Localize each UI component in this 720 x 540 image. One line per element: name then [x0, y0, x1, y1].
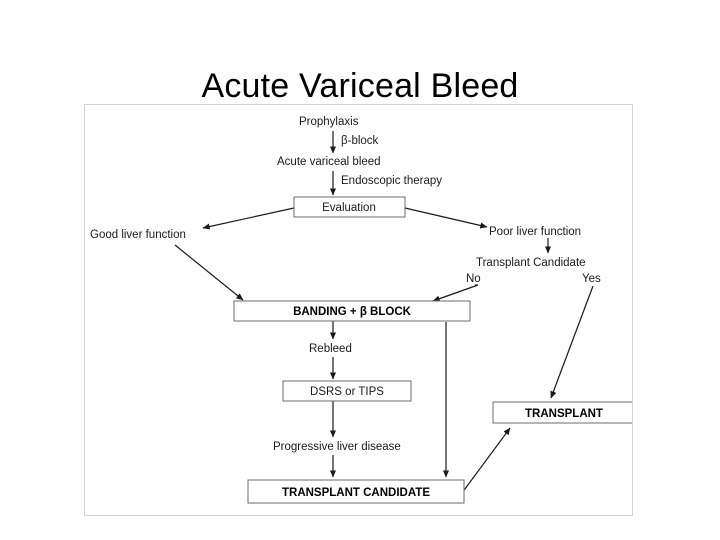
node-evaluation-box: Evaluation	[293, 196, 406, 218]
flowchart-diagram: Prophylaxis β-block Acute variceal bleed…	[90, 116, 632, 504]
node-transplant-candidate-question: Transplant Candidate	[476, 257, 586, 269]
node-endoscopic-therapy: Endoscopic therapy	[341, 175, 442, 187]
edge-evaluation-to-poor-liver	[404, 207, 488, 229]
edge-yes-to-transplant	[550, 285, 594, 399]
node-transplant-box: TRANSPLANT	[492, 401, 632, 424]
edge-transplant-candidate-to-transplant	[458, 427, 511, 498]
node-answer-yes: Yes	[582, 273, 601, 285]
node-transplant-label: TRANSPLANT	[525, 408, 603, 420]
node-rebleed: Rebleed	[309, 343, 352, 355]
edge-no-branch-line	[432, 284, 479, 302]
node-beta-block: β-block	[341, 135, 379, 147]
node-banding-beta-block-box: BANDING + β BLOCK	[233, 300, 471, 322]
node-good-liver-function: Good liver function	[90, 229, 186, 241]
edge-evaluation-to-good-liver	[202, 207, 295, 230]
diagram-frame: Prophylaxis β-block Acute variceal bleed…	[84, 104, 633, 516]
node-acute-variceal-bleed: Acute variceal bleed	[277, 156, 381, 168]
node-dsrs-or-tips-label: DSRS or TIPS	[310, 386, 384, 398]
node-banding-beta-block-label: BANDING + β BLOCK	[293, 306, 412, 318]
node-prophylaxis: Prophylaxis	[299, 116, 359, 128]
node-transplant-candidate-label: TRANSPLANT CANDIDATE	[282, 487, 430, 499]
node-dsrs-or-tips-box: DSRS or TIPS	[282, 380, 412, 402]
node-poor-liver-function: Poor liver function	[489, 226, 581, 238]
node-progressive-liver-disease: Progressive liver disease	[273, 441, 401, 453]
node-answer-no: No	[466, 273, 481, 285]
node-transplant-candidate-box: TRANSPLANT CANDIDATE	[247, 479, 465, 504]
node-evaluation-label: Evaluation	[322, 202, 376, 214]
edge-good-liver-to-banding	[174, 244, 244, 301]
page-title: Acute Variceal Bleed	[201, 66, 519, 105]
